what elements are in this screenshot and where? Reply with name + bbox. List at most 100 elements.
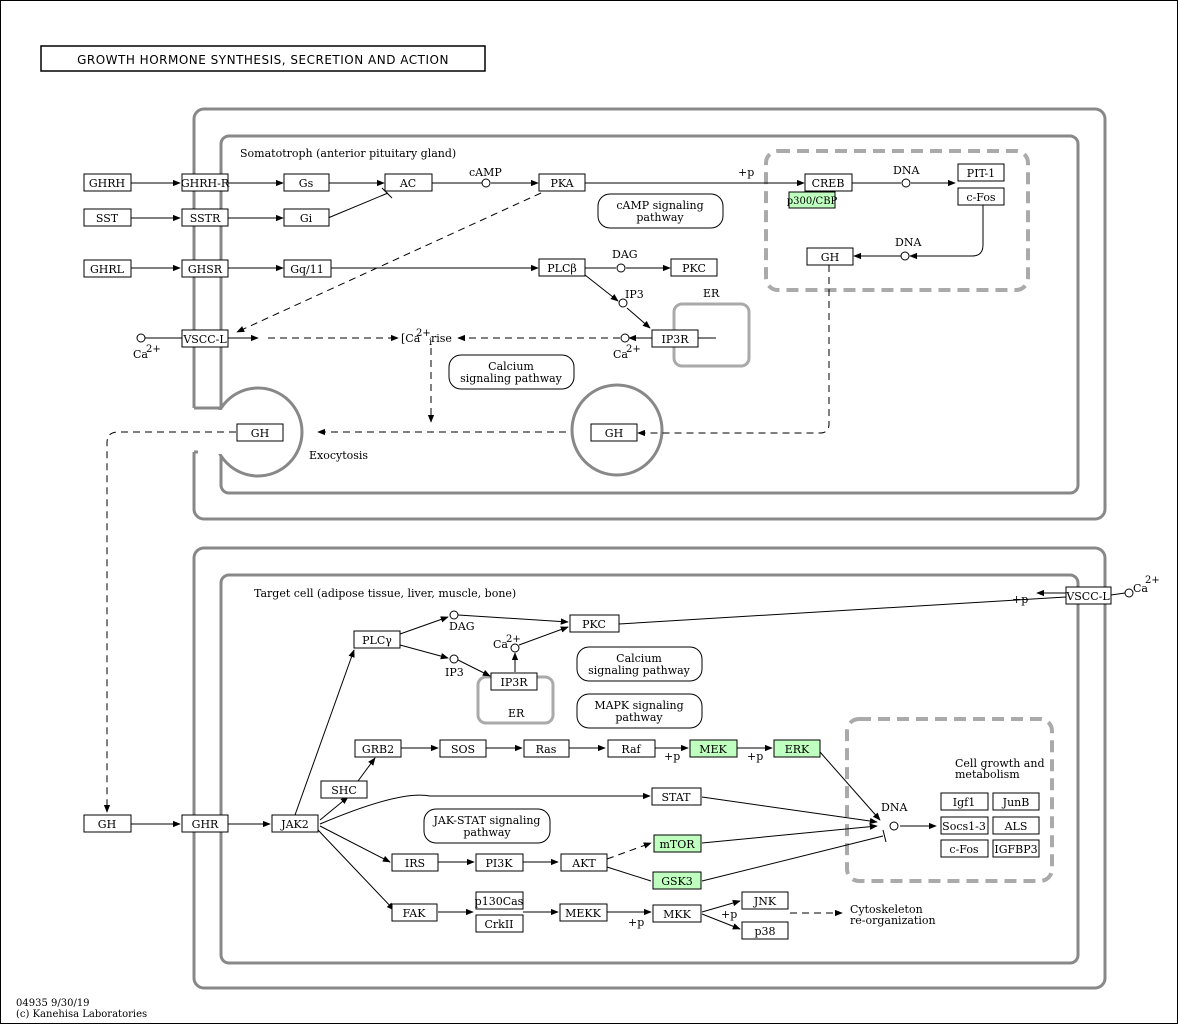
gene-grb2[interactable]: GRB2	[354, 739, 402, 758]
gene-gsk3[interactable]: GSK3	[652, 871, 702, 890]
gene-pi3k[interactable]: PI3K	[475, 853, 524, 872]
ca-ext-compound	[1124, 588, 1134, 598]
gene-p130cas[interactable]: p130Cas	[475, 891, 524, 910]
phospho-label-mek: +p	[664, 750, 680, 763]
gene-gq11[interactable]: Gq/11	[283, 259, 332, 278]
gene-ac[interactable]: AC	[384, 173, 433, 192]
gene-label: p130Cas	[475, 895, 524, 908]
outer-membrane	[192, 107, 1107, 521]
gene-junb[interactable]: JunB	[992, 792, 1040, 811]
gene-igfbp3[interactable]: IGFBP3	[992, 839, 1040, 858]
gene-pkc-1[interactable]: PKC	[670, 258, 718, 277]
mapk-pathway-box[interactable]	[576, 693, 703, 729]
camp-pathway-line1: cAMP signaling	[616, 199, 703, 212]
gene-pka[interactable]: PKA	[538, 173, 586, 192]
cytoskeleton-label-line1: Cytoskeleton	[850, 903, 923, 916]
gene-erk[interactable]: ERK	[773, 739, 821, 758]
gene-gh-vesicle-1[interactable]: GH	[236, 423, 284, 442]
gene-stat[interactable]: STAT	[651, 787, 702, 806]
gene-gh-vesicle-2[interactable]: GH	[590, 423, 638, 442]
ca-rise-label: [Ca	[401, 332, 421, 345]
calcium-pathway-box-1[interactable]	[448, 354, 575, 390]
gene-fak[interactable]: FAK	[391, 903, 438, 922]
ca-sup-right: 2+	[626, 344, 641, 355]
gene-igf1[interactable]: Igf1	[940, 792, 989, 811]
gene-mek[interactable]: MEK	[689, 739, 738, 758]
mapk-pathway-line1: MAPK signaling	[594, 699, 683, 712]
gene-label: SST	[96, 212, 119, 225]
gene-plcg[interactable]: PLCγ	[353, 630, 401, 649]
gene-sstr[interactable]: SSTR	[181, 208, 229, 227]
gene-gs[interactable]: Gs	[283, 173, 330, 192]
exocytosis-label: Exocytosis	[309, 449, 368, 462]
gene-ghrh-r[interactable]: GHRH-R	[181, 173, 230, 192]
gene-shc[interactable]: SHC	[320, 780, 368, 799]
ip3-compound-2	[449, 654, 459, 664]
gene-ghsr[interactable]: GHSR	[181, 259, 229, 278]
gene-cfos-1[interactable]: c-Fos	[957, 187, 1005, 206]
gene-label: FAK	[403, 907, 427, 920]
dna-label-2: DNA	[895, 236, 922, 249]
gene-label: PI3K	[486, 857, 514, 870]
gene-label: c-Fos	[949, 843, 979, 856]
gene-mtor[interactable]: mTOR	[653, 834, 702, 853]
gene-gh-target[interactable]: GH	[83, 814, 132, 833]
ca-ext-sup: 2+	[1145, 575, 1160, 586]
compound-circles	[136, 178, 1134, 831]
gene-label: c-Fos	[966, 191, 996, 204]
gene-irs[interactable]: IRS	[391, 853, 439, 872]
gene-creb[interactable]: CREB	[804, 173, 853, 192]
gene-cfos-2[interactable]: c-Fos	[940, 839, 989, 858]
ca-rise-tail: rise	[431, 332, 452, 345]
gene-akt[interactable]: AKT	[560, 853, 608, 872]
gene-ras[interactable]: Ras	[523, 739, 570, 758]
gene-label: AC	[399, 177, 416, 190]
gene-plcb[interactable]: PLCβ	[538, 258, 586, 277]
gene-label: PLCγ	[362, 634, 392, 647]
gene-ip3r-2[interactable]: IP3R	[490, 672, 538, 691]
gene-p38[interactable]: p38	[741, 921, 789, 940]
dag-label: DAG	[612, 248, 638, 261]
ca-compound-right	[620, 333, 630, 343]
ca-sup-2: 2+	[506, 634, 521, 645]
gene-vscc-l-1[interactable]: VSCC-L	[181, 329, 229, 348]
camp-pathway-box[interactable]	[597, 193, 724, 229]
gene-label: AKT	[571, 857, 596, 870]
gene-sos[interactable]: SOS	[439, 739, 487, 758]
calcium2-pathway-line2: signaling pathway	[588, 664, 691, 677]
gene-raf[interactable]: Raf	[607, 739, 656, 758]
title-text: GROWTH HORMONE SYNTHESIS, SECRETION AND …	[77, 53, 449, 67]
ca-sup-left: 2+	[146, 344, 161, 355]
gene-label: SHC	[331, 784, 357, 797]
gene-vscc-l-2[interactable]: VSCC-L	[1065, 586, 1112, 605]
gene-jak2[interactable]: JAK2	[271, 814, 319, 833]
gene-p300-cbp[interactable]: p300/CBP	[787, 191, 838, 209]
phospho-label: +p	[738, 166, 754, 179]
gene-sst[interactable]: SST	[83, 208, 132, 227]
pathway-maps	[423, 193, 724, 844]
gene-socs1-3[interactable]: Socs1-3	[940, 816, 989, 835]
gene-pkc-2[interactable]: PKC	[569, 614, 620, 633]
gene-pit1[interactable]: PIT-1	[957, 163, 1005, 182]
nucleus-2	[845, 717, 1054, 883]
gene-mekk[interactable]: MEKK	[559, 903, 608, 922]
gene-mkk[interactable]: MKK	[652, 904, 702, 923]
gene-label: GHRL	[90, 263, 125, 276]
gene-gi[interactable]: Gi	[283, 208, 330, 227]
gene-ip3r-1[interactable]: IP3R	[651, 329, 699, 348]
gene-ghrh[interactable]: GHRH	[83, 173, 132, 192]
gene-ghr[interactable]: GHR	[181, 814, 229, 833]
gene-ghrl[interactable]: GHRL	[83, 259, 132, 278]
dag-label-2: DAG	[449, 620, 475, 633]
gene-als[interactable]: ALS	[992, 816, 1040, 835]
gene-label: PKC	[582, 618, 606, 631]
calcium-pathway-box-2[interactable]	[576, 646, 703, 682]
nucleus-1	[764, 149, 1030, 292]
ip3-label-2: IP3	[445, 666, 464, 679]
gene-crkii[interactable]: CrkII	[475, 914, 524, 933]
gene-gh-nucleus[interactable]: GH	[806, 247, 854, 266]
gene-jnk[interactable]: JNK	[741, 891, 789, 910]
jakstat-pathway-box[interactable]	[423, 808, 551, 844]
cytoskeleton-label-line2: re-organization	[850, 914, 936, 927]
